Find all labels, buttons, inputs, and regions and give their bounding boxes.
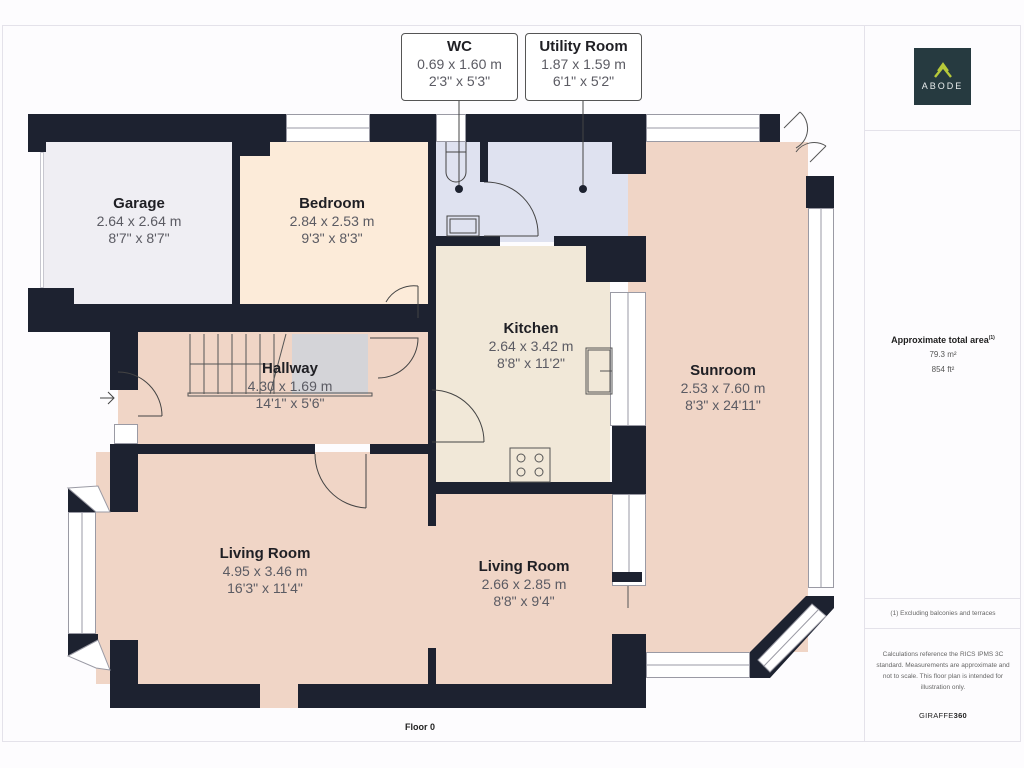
- window: [436, 114, 466, 142]
- abode-logo: ABODE: [914, 48, 971, 105]
- logo-text: ABODE: [921, 81, 964, 91]
- room-label-kitchen: Kitchen 2.64 x 3.42 m 8'8" x 11'2": [488, 320, 574, 371]
- room-label-living-room-1: Living Room 4.95 x 3.46 m 16'3" x 11'4": [219, 545, 311, 596]
- wall: [428, 648, 436, 684]
- wall: [436, 236, 500, 246]
- wall: [612, 114, 646, 174]
- wc-callout: WC 0.69 x 1.60 m 2'3" x 5'3": [401, 33, 518, 101]
- wall: [586, 236, 646, 282]
- living-room-1-area: [96, 452, 436, 684]
- room-imperial: 2'3" x 5'3": [428, 73, 491, 89]
- divider: [865, 628, 1021, 629]
- wall: [436, 482, 646, 494]
- abode-chevron-icon: [933, 62, 952, 78]
- floor-label: Floor 0: [404, 722, 435, 732]
- wall: [110, 684, 260, 708]
- kitchen-area: [436, 246, 610, 482]
- room-metric: 1.87 x 1.59 m: [541, 56, 626, 72]
- floor-plan: WC 0.69 x 1.60 m 2'3" x 5'3" Utility Roo…: [28, 33, 834, 732]
- room-name: Utility Room: [539, 38, 628, 55]
- provider-brand: GIRAFFE360: [918, 711, 968, 720]
- wall: [806, 176, 834, 208]
- room-label-hallway: Hallway 4.30 x 1.69 m 14'1" x 5'6": [247, 360, 333, 411]
- wall: [28, 114, 46, 152]
- living-room-2-area: [436, 494, 646, 684]
- stairs-landing: [292, 334, 368, 394]
- garage-door: [40, 152, 44, 288]
- wall: [428, 114, 436, 444]
- wall: [760, 114, 780, 142]
- plan-details: [66, 100, 834, 678]
- wall: [28, 304, 428, 332]
- wall: [28, 114, 286, 142]
- utility-room-callout: Utility Room 1.87 x 1.59 m 6'1" x 5'2": [525, 33, 642, 101]
- room-label-bedroom: Bedroom 2.84 x 2.53 m 9'3" x 8'3": [289, 195, 375, 246]
- divider: [865, 130, 1021, 131]
- front-door-frame: [114, 424, 138, 444]
- wall: [428, 454, 436, 526]
- room-label-garage: Garage 2.64 x 2.64 m 8'7" x 8'7": [96, 195, 182, 246]
- wall: [110, 444, 138, 512]
- wall: [240, 142, 270, 156]
- divider: [865, 598, 1021, 599]
- wall: [612, 634, 646, 708]
- wall: [110, 444, 315, 454]
- room-label-living-room-2: Living Room 2.66 x 2.85 m 8'8" x 9'4": [478, 558, 570, 609]
- sunroom-area: [628, 142, 808, 652]
- wall: [110, 332, 138, 390]
- bedroom-area: [240, 142, 428, 304]
- window: [260, 684, 298, 708]
- total-area-m2: 79.3 m²: [929, 350, 957, 359]
- wall: [232, 142, 240, 304]
- info-sidebar: ABODE Approximate total area(1) 79.3 m² …: [864, 25, 1021, 742]
- room-imperial: 6'1" x 5'2": [552, 73, 615, 89]
- total-area-ft2: 854 ft²: [931, 365, 955, 374]
- footnote: (1) Excluding balconies and terraces: [890, 610, 996, 617]
- room-name: WC: [447, 38, 472, 55]
- disclaimer: Calculations reference the RICS IPMS 3C …: [876, 651, 1010, 691]
- wall: [370, 114, 436, 142]
- room-label-sunroom: Sunroom 2.53 x 7.60 m 8'3" x 24'11": [680, 362, 766, 413]
- garage-area: [42, 142, 232, 304]
- wall: [370, 444, 436, 454]
- room-metric: 0.69 x 1.60 m: [417, 56, 502, 72]
- wall: [298, 684, 638, 708]
- total-area-title: Approximate total area(1): [891, 335, 995, 345]
- wc-utility-area: [436, 142, 628, 242]
